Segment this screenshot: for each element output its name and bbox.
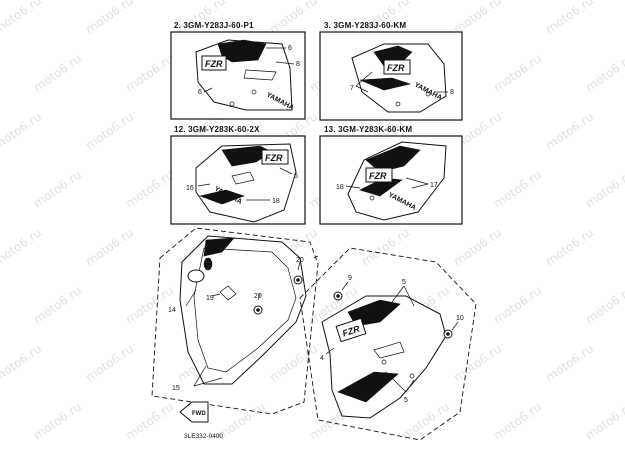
callout: 20 <box>296 257 304 264</box>
panel-3-logo: FZR <box>387 63 405 73</box>
panel-2-bolt <box>229 101 235 107</box>
callout: 14 <box>168 307 176 314</box>
callout: 6 <box>198 89 202 96</box>
panel-3-fairing <box>351 43 447 113</box>
callout: 6 <box>294 173 298 180</box>
left-fairing-inner-edge <box>193 247 297 373</box>
callout: 6 <box>288 45 292 52</box>
callout: 18 <box>272 198 280 205</box>
panel-2-vent <box>243 69 277 81</box>
callout: 5 <box>402 279 406 286</box>
callout: 9 <box>348 275 352 282</box>
callout: 8 <box>296 61 300 68</box>
vent <box>373 341 405 359</box>
panel-12-logo-box <box>261 149 289 165</box>
bracket <box>203 257 213 271</box>
panel-3-logo-box <box>383 59 411 75</box>
grommet <box>187 269 205 283</box>
fwd-arrow: FWD <box>179 401 209 423</box>
panel-13: 13. 3GM-Y283K-60-KM FZR YAMAHA 17 18 <box>319 125 463 225</box>
part-code: 3LE332-0400 <box>184 433 223 440</box>
callout: 17 <box>430 182 438 189</box>
callout: 8 <box>450 89 454 96</box>
panel-3-title: 3. 3GM-Y283J-60-KM <box>324 21 406 30</box>
panel-13-logo: FZR <box>369 171 387 181</box>
panel-2-logo-box <box>201 55 227 71</box>
panel-2-bolt <box>251 89 257 95</box>
panel-2-logo: FZR <box>205 59 223 69</box>
clip <box>219 285 237 301</box>
callout: 18 <box>336 184 344 191</box>
right-fairing-stripe <box>337 371 399 403</box>
panel-13-logo-box <box>365 167 393 183</box>
left-group-boundary <box>151 227 319 415</box>
fwd-label: FWD <box>192 411 206 417</box>
right-fairing-assembly: FZR 9 5 10 4 5 <box>299 247 477 441</box>
right-fairing-logo-box <box>335 317 367 343</box>
panel-13-title: 13. 3GM-Y283K-60-KM <box>324 125 412 134</box>
panel-12-title: 12. 3GM-Y283K-60-2X <box>174 125 260 134</box>
fwd-arrow-shape <box>179 401 209 423</box>
callout: 5 <box>404 397 408 404</box>
right-group-boundary <box>299 247 477 441</box>
panel-12-logo: FZR <box>265 153 283 163</box>
callout: 16 <box>186 185 194 192</box>
left-fairing-panel <box>179 235 307 385</box>
left-fairing-assembly: 20 14 19 20 15 <box>151 227 319 415</box>
callout: 4 <box>320 355 324 362</box>
panel-3: 3. 3GM-Y283J-60-KM FZR YAMAHA 7 8 <box>319 21 463 121</box>
panel-12-stripe <box>198 189 245 205</box>
panel-12: 12. 3GM-Y283K-60-2X FZR YAMAHA 6 16 18 <box>170 125 306 225</box>
panel-3-stripe <box>359 77 412 91</box>
panel-2: 2. 3GM-Y283J-60-P1 FZR YAMAHA 6 8 6 <box>170 21 306 120</box>
panel-2-title: 2. 3GM-Y283J-60-P1 <box>174 21 254 30</box>
callout: 10 <box>456 315 464 322</box>
callout: 15 <box>172 385 180 392</box>
left-fairing-mount <box>203 237 235 257</box>
callout: 20 <box>254 293 262 300</box>
callout: 19 <box>206 295 214 302</box>
callout: 7 <box>350 85 354 92</box>
